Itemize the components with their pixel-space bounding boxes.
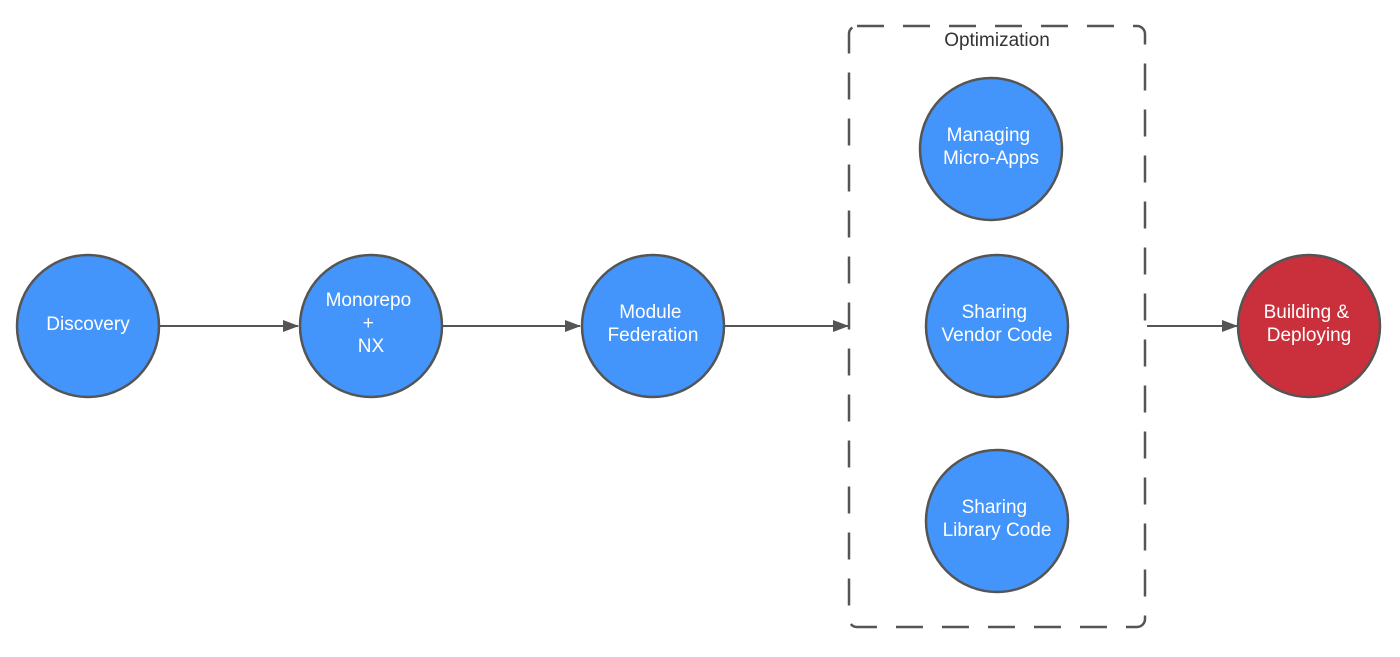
node-label-line: Managing bbox=[947, 125, 1030, 146]
node-module-federation: Module Federation bbox=[580, 253, 726, 399]
node-label-line: + bbox=[363, 313, 374, 334]
node-label-line: Library Code bbox=[943, 520, 1052, 541]
node-label-line: NX bbox=[358, 336, 385, 357]
node-sharing-vendor-code-circle bbox=[924, 253, 1070, 399]
node-label-line: Monorepo bbox=[326, 290, 412, 311]
node-sharing-vendor-code: Sharing Vendor Code bbox=[924, 253, 1070, 399]
node-discovery-label: Discovery bbox=[46, 314, 130, 335]
node-building-deploying-label: Building & Deploying bbox=[1264, 302, 1355, 346]
node-label-line: Vendor Code bbox=[942, 325, 1053, 346]
node-label-line: Deploying bbox=[1267, 325, 1352, 346]
node-building-deploying-circle bbox=[1236, 253, 1382, 399]
node-label-line: Discovery bbox=[46, 314, 130, 335]
optimization-group-border bbox=[847, 24, 1147, 629]
node-label-line: Module bbox=[619, 302, 681, 323]
node-managing-micro-apps-circle bbox=[918, 76, 1064, 222]
node-sharing-vendor-code-label: Sharing Vendor Code bbox=[942, 302, 1053, 346]
node-managing-micro-apps-label: Managing Micro-Apps bbox=[943, 125, 1039, 169]
node-sharing-library-code: Sharing Library Code bbox=[924, 448, 1070, 594]
node-monorepo-label: Monorepo + NX bbox=[326, 290, 417, 357]
node-building-deploying: Building & Deploying bbox=[1236, 253, 1382, 399]
node-monorepo-circle bbox=[298, 253, 444, 399]
node-discovery-circle bbox=[15, 253, 161, 399]
node-monorepo: Monorepo + NX bbox=[298, 253, 444, 399]
optimization-group-label: Optimization bbox=[944, 30, 1050, 51]
node-sharing-library-code-label: Sharing Library Code bbox=[943, 497, 1052, 541]
node-label-line: Micro-Apps bbox=[943, 148, 1039, 169]
node-label-line: Federation bbox=[608, 325, 699, 346]
node-module-federation-label: Module Federation bbox=[608, 302, 699, 346]
node-module-federation-circle bbox=[580, 253, 726, 399]
node-managing-micro-apps: Managing Micro-Apps bbox=[918, 76, 1064, 222]
node-label-line: Building & bbox=[1264, 302, 1350, 323]
node-discovery: Discovery bbox=[15, 253, 161, 399]
node-label-line: Sharing bbox=[962, 497, 1028, 518]
node-label-line: Sharing bbox=[962, 302, 1028, 323]
node-sharing-library-code-circle bbox=[924, 448, 1070, 594]
